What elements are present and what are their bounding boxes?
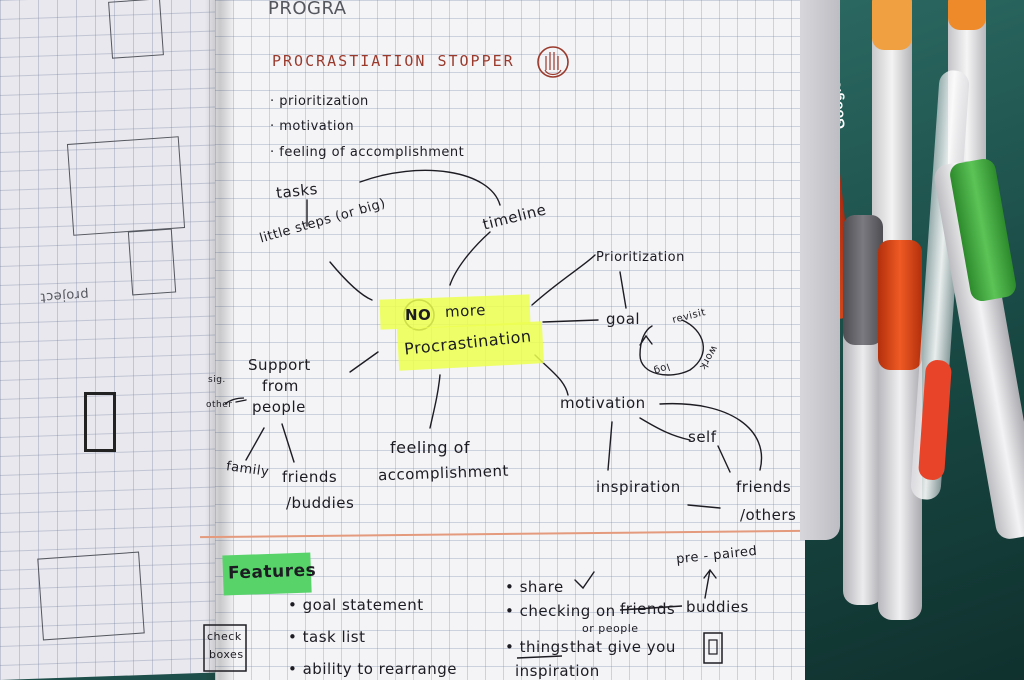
bullet-accomplishment: · feeling of accomplishment: [270, 145, 465, 160]
bullet-prioritization: · prioritization: [270, 94, 369, 109]
node-goal: goal: [606, 310, 641, 328]
sketch-device: [84, 392, 116, 452]
page-title: PROCRASTIATION STOPPER: [272, 52, 515, 70]
orange-sharpie-cap: [872, 0, 912, 50]
check-boxes-line1: check: [207, 630, 242, 643]
node-prioritization: Prioritization: [596, 250, 685, 265]
node-friends-others-2: /others: [740, 506, 797, 524]
node-support-1: Support: [248, 356, 311, 374]
node-support-2: from: [262, 377, 299, 395]
feature-share: • share: [505, 578, 564, 596]
node-feeling-1: feeling of: [390, 438, 471, 457]
node-sig-1: sig.: [208, 375, 226, 385]
feature-task-list: • task list: [288, 628, 366, 646]
node-friends-others-1: friends: [736, 478, 792, 496]
center-more-text: more: [444, 300, 487, 322]
hand-stop-icon: [537, 46, 569, 78]
node-friends-buddies-2: /buddies: [286, 494, 355, 512]
center-no-text: NO: [405, 306, 432, 324]
feature-things-suffix: that give you: [570, 638, 676, 656]
notebook-page-edge: [800, 0, 840, 540]
node-motivation: motivation: [560, 394, 646, 412]
node-support-3: people: [252, 398, 306, 416]
feature-checking-prefix: • checking on: [505, 602, 616, 620]
node-friends-buddies-1: friends: [282, 468, 338, 486]
feature-rearrange: • ability to rearrange: [288, 660, 457, 678]
feature-goal-statement: • goal statement: [288, 596, 424, 614]
bullet-motivation: · motivation: [270, 119, 355, 134]
node-sig-2: other: [206, 400, 233, 410]
feature-or-people: or people: [582, 622, 639, 635]
feature-inspiration: inspiration: [515, 662, 600, 680]
white-sharpie-cap: [948, 0, 986, 30]
node-inspiration: inspiration: [596, 478, 681, 496]
gray-sharpie-cap: [843, 215, 883, 345]
check-boxes-line2: boxes: [209, 648, 244, 661]
feature-things-prefix: • things: [505, 638, 570, 656]
red-sharpie-cap: [878, 240, 922, 370]
node-self: self: [688, 428, 717, 446]
feature-struck-word: friends: [620, 600, 676, 618]
phone-icon: [703, 632, 723, 664]
corner-word: PROGRA: [268, 0, 347, 19]
feature-checking-suffix: buddies: [686, 598, 749, 616]
features-heading: Features: [227, 560, 317, 584]
